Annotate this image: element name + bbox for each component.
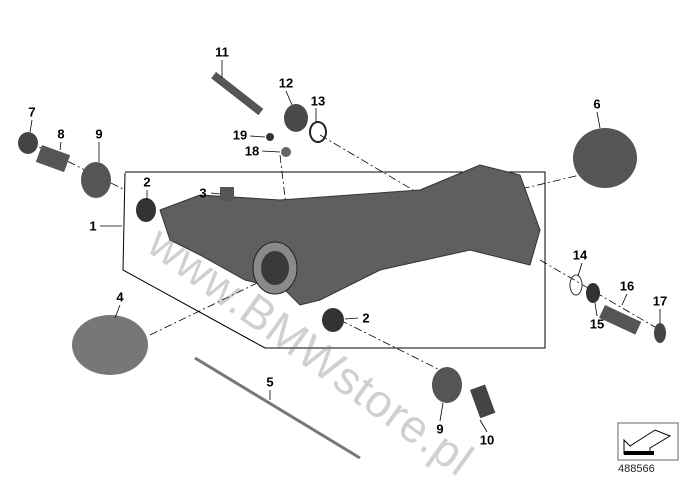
callout-4: 4 xyxy=(116,289,124,305)
document-number: 488566 xyxy=(618,463,655,475)
part-18 xyxy=(281,147,291,157)
part-13-oring xyxy=(309,121,327,143)
part-9b xyxy=(432,367,462,403)
callout-5: 5 xyxy=(266,374,274,390)
part-9a xyxy=(81,162,111,198)
part-11-bolt xyxy=(211,71,264,116)
part-2a xyxy=(136,198,156,222)
callout-19: 19 xyxy=(232,127,248,143)
callout-7: 7 xyxy=(28,104,36,120)
callout-13: 13 xyxy=(310,93,326,109)
callout-3: 3 xyxy=(199,185,207,201)
callout-10: 10 xyxy=(479,432,495,448)
callout-8: 8 xyxy=(57,126,65,142)
callout-16: 16 xyxy=(619,278,635,294)
callout-18: 18 xyxy=(244,143,260,159)
callout-2: 2 xyxy=(143,174,151,190)
callout-11: 11 xyxy=(215,44,229,60)
part-16 xyxy=(599,305,642,335)
callout-2-lower: 2 xyxy=(362,310,370,326)
part-8 xyxy=(35,145,71,173)
leader-lines xyxy=(29,60,661,433)
part-5-cable-tie xyxy=(194,356,361,460)
part-4-boot xyxy=(72,315,148,375)
part-3 xyxy=(220,187,234,201)
callout-9: 9 xyxy=(95,126,103,142)
callout-14: 14 xyxy=(572,247,588,263)
part-14-oring xyxy=(569,274,583,296)
part-6-boot xyxy=(573,128,637,188)
callout-6: 6 xyxy=(593,96,601,112)
callout-17: 17 xyxy=(652,293,668,309)
callout-15: 15 xyxy=(589,316,605,332)
part-12 xyxy=(284,104,308,132)
part-15 xyxy=(586,283,600,303)
callout-12: 12 xyxy=(278,75,294,91)
part-19 xyxy=(266,133,274,141)
part-10 xyxy=(469,384,496,419)
part-7 xyxy=(18,132,38,154)
orientation-symbol xyxy=(617,422,679,461)
part-17 xyxy=(654,323,666,343)
part-2b xyxy=(322,308,344,332)
callout-9-lower: 9 xyxy=(436,421,444,437)
callout-1: 1 xyxy=(89,218,97,234)
